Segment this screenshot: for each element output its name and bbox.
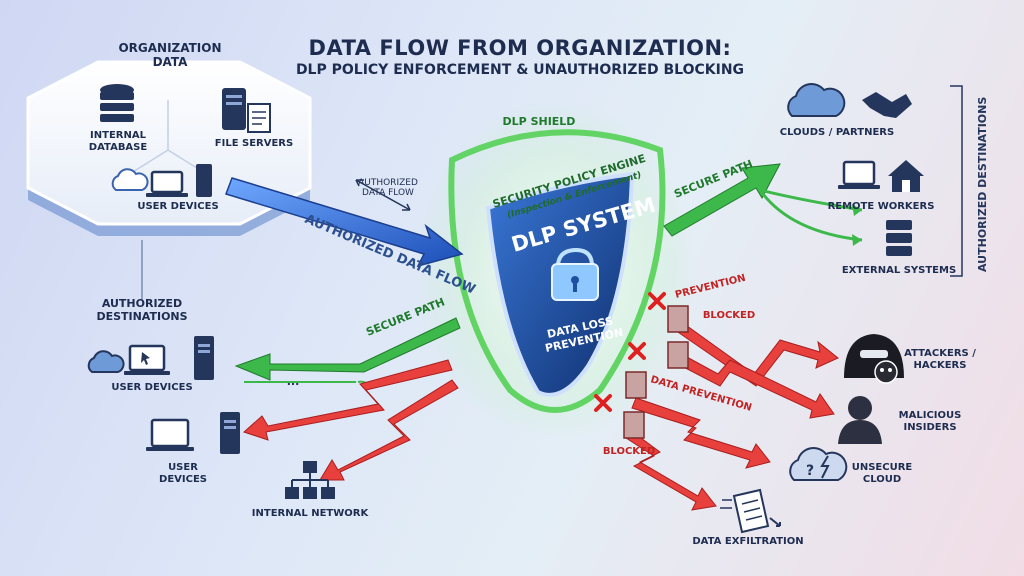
insiders-label: MALICIOUS INSIDERS [898, 410, 962, 433]
left-user-devices-1-label: USER DEVICES [111, 382, 193, 393]
home-icon [888, 160, 924, 192]
left-laptop-icon [124, 344, 170, 375]
organization-heading: ORGANIZATION DATA [118, 41, 222, 69]
blocked-arrow-insiders [669, 349, 835, 419]
network-icon [285, 461, 335, 499]
unsecure-cloud-label: UNSECURE CLOUD [851, 462, 913, 485]
left-laptop-2-icon [146, 418, 194, 451]
remote-workers-label: REMOTE WORKERS [827, 201, 935, 212]
left-tower-2-icon [220, 412, 240, 454]
handshake-icon [862, 92, 912, 118]
laptop-icon [838, 160, 880, 189]
dlp-shield-outline [448, 129, 666, 413]
authorized-small-label: AUTHORIZED DATA FLOW [358, 178, 418, 199]
internal-network-label: INTERNAL NETWORK [251, 508, 369, 519]
svg-text:?: ? [806, 463, 814, 479]
blocked-arrow-unsecure-cloud [631, 397, 771, 469]
internal-database-label: INTERNAL DATABASE [88, 130, 148, 153]
page-title: DATA FLOW FROM ORGANIZATION: [308, 36, 732, 60]
blocked-x-icon [594, 292, 666, 412]
exfiltration-label: DATA EXFILTRATION [692, 536, 804, 547]
blocked-label-2: BLOCKED [602, 446, 656, 457]
authorized-flow-arrow [225, 177, 464, 268]
destinations-bracket [950, 85, 963, 277]
branch-remote-workers [759, 188, 863, 212]
authorized-small-arrow [355, 179, 411, 211]
file-server-icon [222, 88, 271, 133]
left-tower-icon [194, 336, 214, 380]
dots-label: ... [286, 375, 300, 388]
padlock-icon [551, 247, 599, 301]
blocked-arrow-user-devices [243, 359, 453, 441]
authorized-destinations-side-label-1: AUTHORIZED DESTINATIONS [976, 97, 989, 272]
server-rack-icon [886, 220, 912, 256]
org-user-devices-label: USER DEVICES [137, 201, 219, 212]
left-destinations-heading: AUTHORIZED DESTINATIONS [96, 297, 188, 323]
unsecure-cloud-icon: ? [789, 447, 848, 481]
external-systems-label: EXTERNAL SYSTEMS [841, 265, 957, 276]
left-user-devices-2-label: USER DEVICES [159, 462, 207, 485]
secure-path-in-arrow [234, 317, 461, 381]
insider-icon [838, 396, 882, 444]
blocked-arrow-exfiltration [625, 429, 717, 511]
branch-external-systems [758, 189, 863, 242]
page-subtitle: DLP POLICY ENFORCEMENT & UNAUTHORIZED BL… [295, 62, 745, 78]
hacker-icon [844, 334, 904, 384]
database-icon [100, 84, 134, 122]
blocked-arrow-internal-network [319, 379, 459, 481]
file-servers-label: FILE SERVERS [214, 138, 294, 149]
firewall-icon [623, 305, 689, 439]
blocked-label-1: BLOCKED [702, 310, 756, 321]
cloud-icon [787, 83, 846, 117]
left-cloud-icon [87, 350, 125, 373]
document-icon [720, 488, 781, 534]
clouds-partners-label: CLOUDS / PARTNERS [779, 127, 895, 138]
attackers-label: ATTACKERS / HACKERS [904, 348, 976, 371]
secure-path-out-arrow [663, 163, 781, 237]
dlp-shield-label: DLP SHIELD [502, 115, 576, 128]
org-user-devices-icon [111, 164, 212, 197]
